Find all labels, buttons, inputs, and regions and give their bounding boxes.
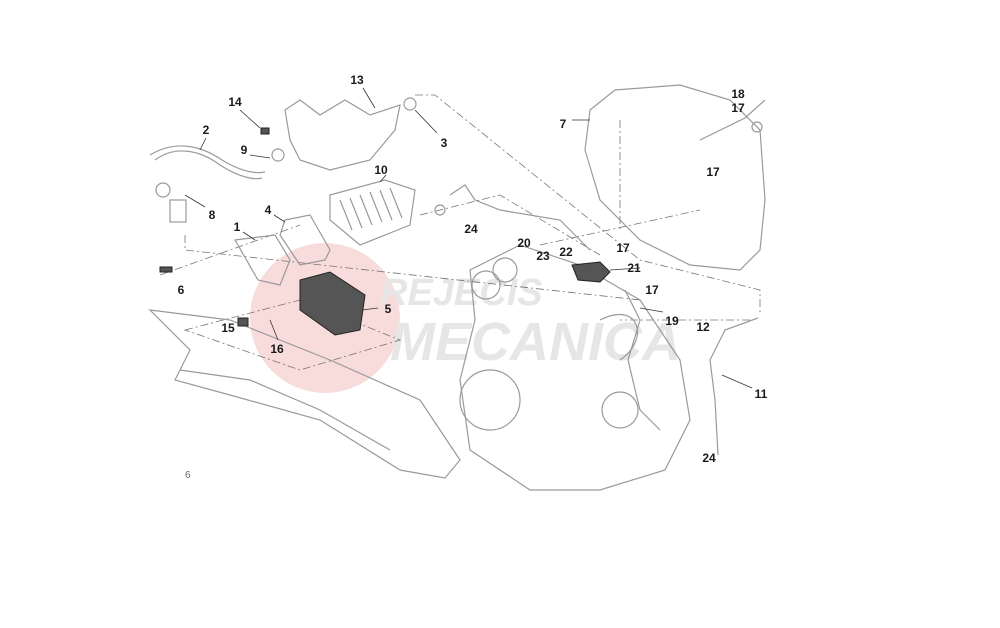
callout-9: 9: [240, 143, 248, 157]
callout-12: 12: [696, 320, 710, 334]
page-marker: 6: [185, 470, 191, 481]
callout-17: 17: [731, 101, 745, 115]
fitting: [169, 199, 187, 223]
callout-6: 6: [177, 283, 185, 297]
callout-10: 10: [374, 163, 388, 177]
clamp: [271, 148, 285, 162]
callout-14: 14: [228, 95, 242, 109]
callout-17: 17: [645, 283, 659, 297]
breather-hose-20: [449, 184, 591, 251]
callout-22: 22: [559, 245, 573, 259]
callout-17: 17: [616, 241, 630, 255]
side-panel: [148, 309, 461, 479]
air-filter: [329, 179, 416, 246]
leader-lines: [184, 87, 753, 389]
callout-3: 3: [440, 136, 448, 150]
callout-24: 24: [702, 451, 716, 465]
callout-24: 24: [464, 222, 478, 236]
callout-1: 1: [233, 220, 241, 234]
callout-2: 2: [202, 123, 210, 137]
callout-13: 13: [350, 73, 364, 87]
o-ring: [403, 97, 417, 111]
callout-21: 21: [627, 261, 641, 275]
callout-16: 16: [270, 342, 284, 356]
svg-text:REJECIS: REJECIS: [380, 272, 543, 314]
rubber-boot: [299, 271, 366, 336]
airbox-tank: [584, 84, 766, 271]
screw: [260, 127, 270, 135]
bolt: [237, 317, 249, 327]
callout-4: 4: [264, 203, 272, 217]
svg-text:MECANICA: MECANICA: [390, 312, 681, 372]
callout-7: 7: [559, 117, 567, 131]
callout-11: 11: [754, 387, 768, 401]
callout-17: 17: [706, 165, 720, 179]
clamp: [155, 182, 171, 198]
breather-valve: [571, 261, 611, 283]
callout-20: 20: [517, 236, 531, 250]
assembly-lines: [159, 94, 761, 371]
callout-8: 8: [208, 208, 216, 222]
callout-15: 15: [221, 321, 235, 335]
breather-hose-19: [624, 289, 661, 431]
hose-18: [699, 99, 766, 141]
clamp: [751, 121, 763, 133]
clamp: [434, 204, 446, 216]
callout-18: 18: [731, 87, 745, 101]
airbox-cover: [284, 99, 401, 171]
callout-5: 5: [384, 302, 392, 316]
gasket: [279, 214, 331, 266]
bolt: [159, 266, 173, 273]
drain-hose-11: [709, 317, 759, 456]
intake-duct: [234, 234, 291, 286]
callout-19: 19: [665, 314, 679, 328]
intake-hose: [154, 150, 263, 180]
callout-23: 23: [536, 249, 550, 263]
